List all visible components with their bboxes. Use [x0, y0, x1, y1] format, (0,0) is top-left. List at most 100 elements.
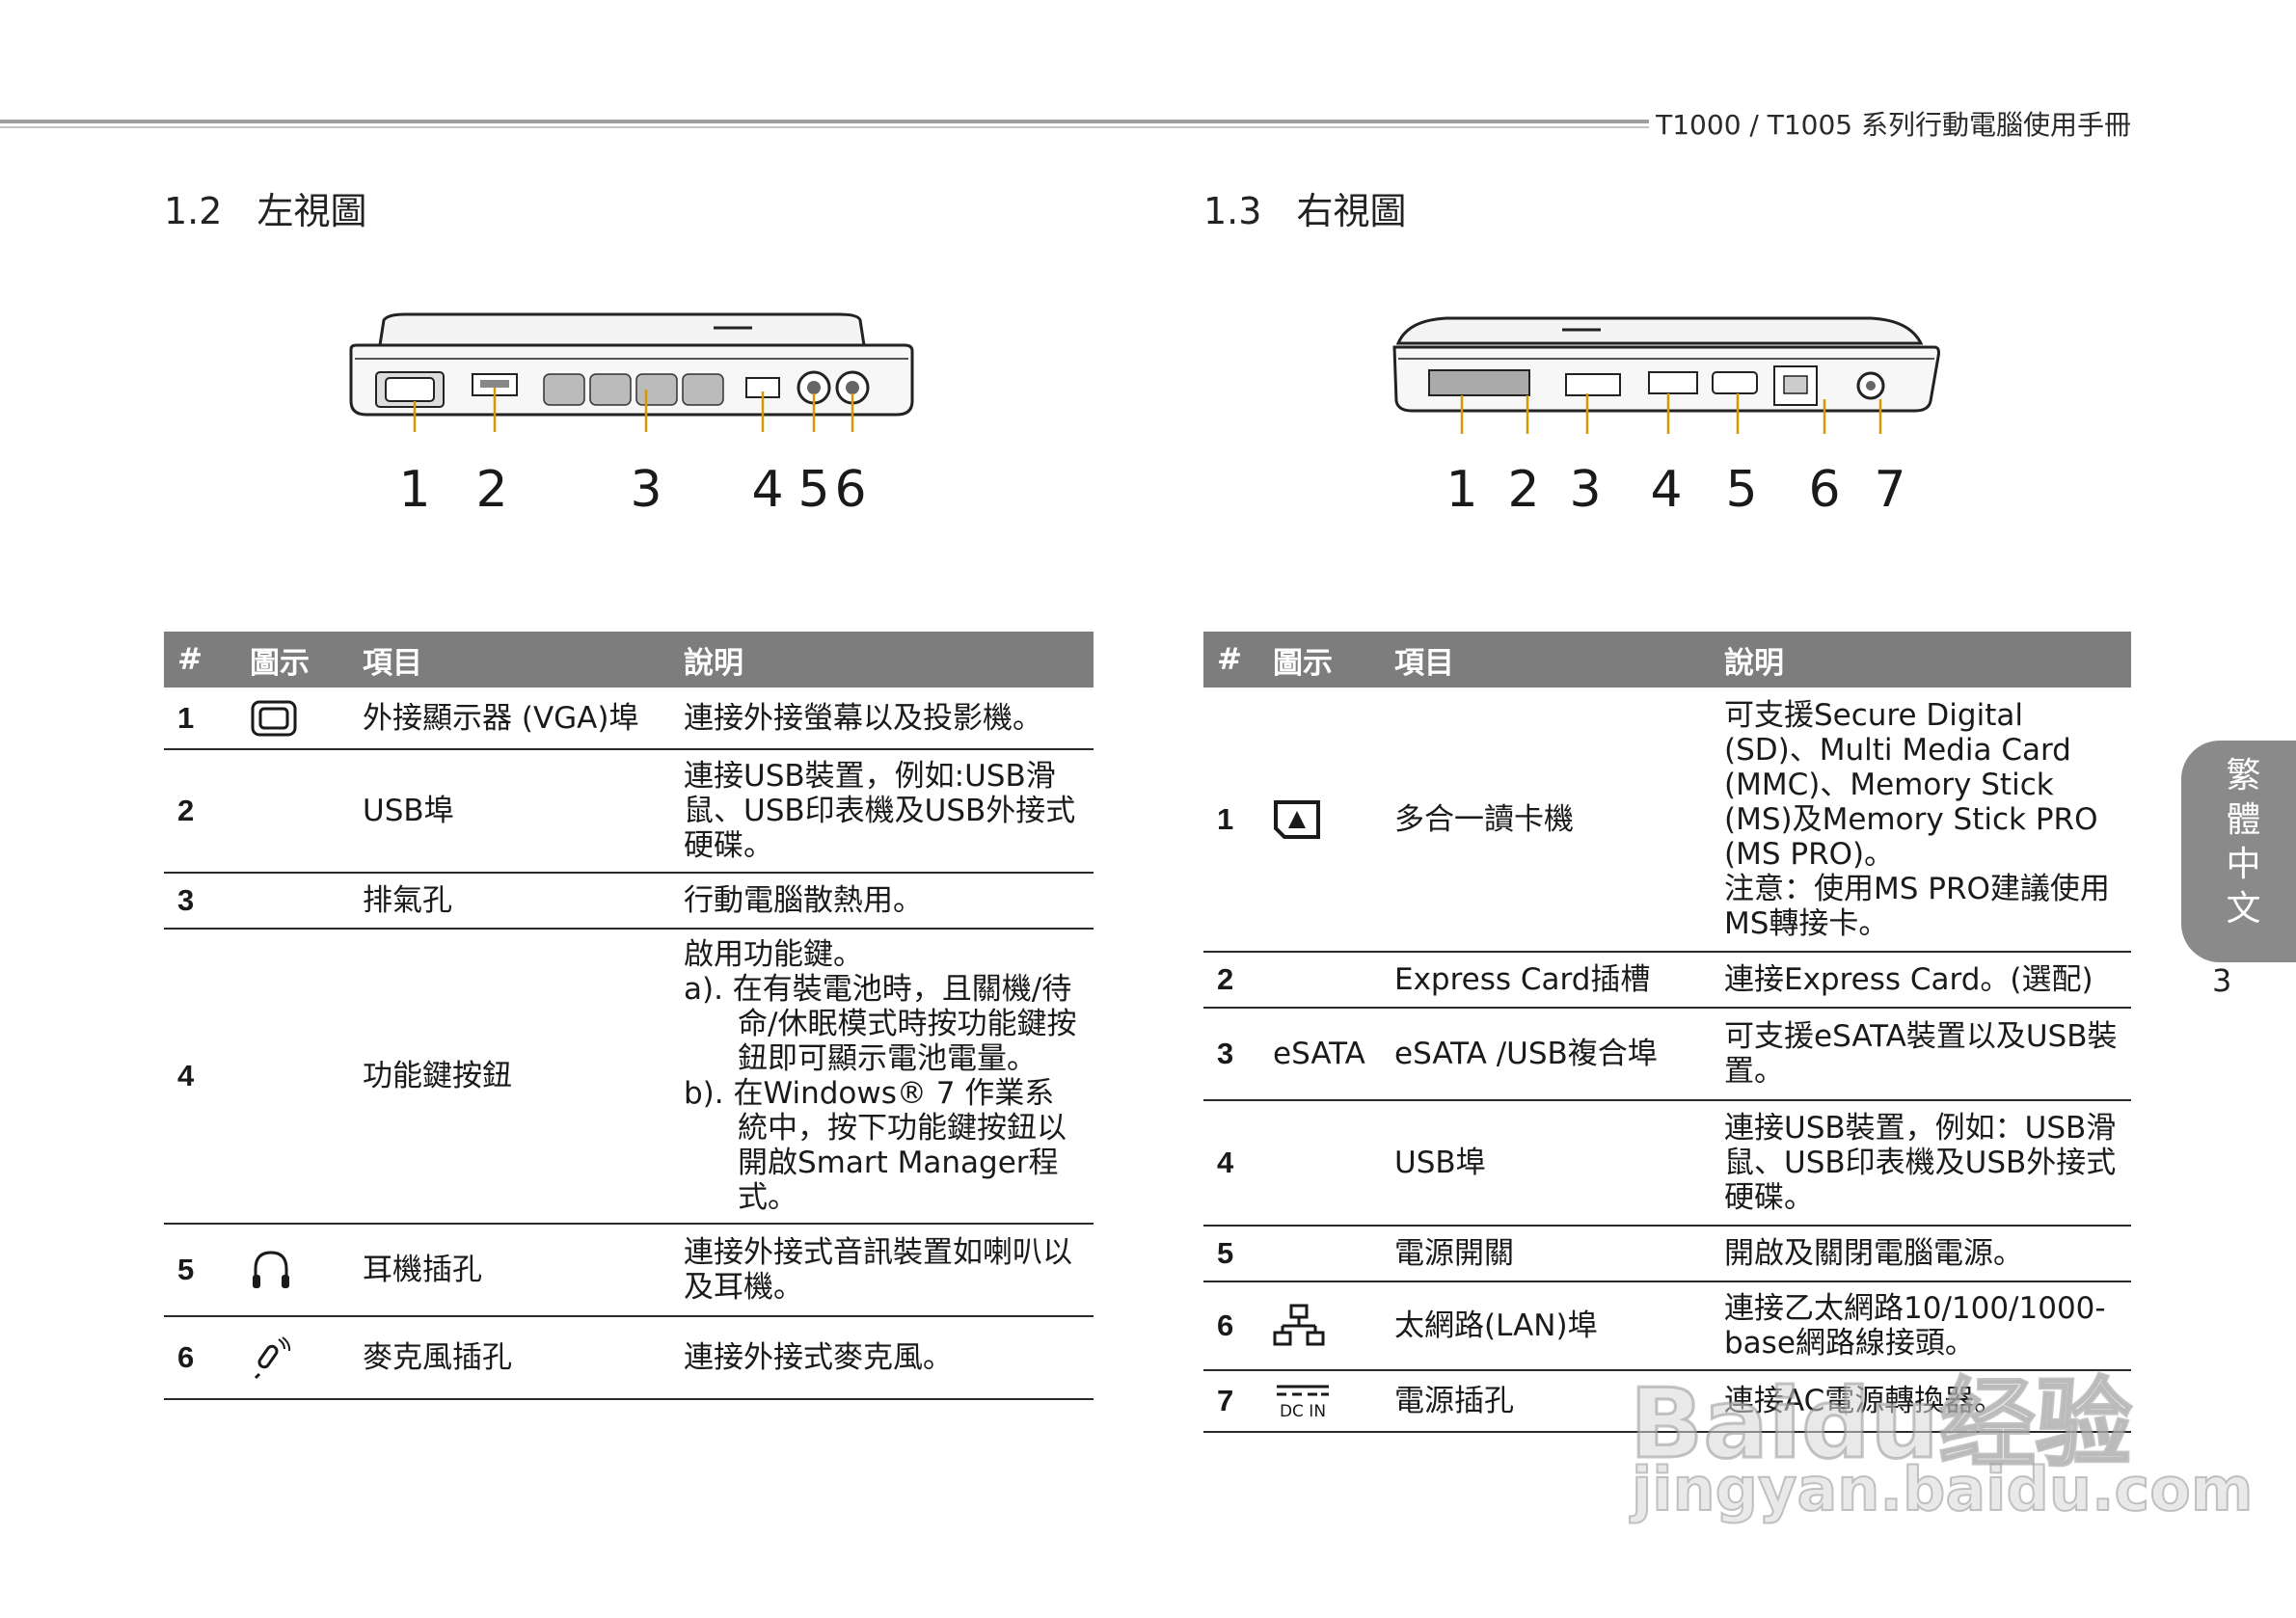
description-line: 可支援Secure Digital (SD)、Multi Media Card …	[1724, 697, 2098, 872]
header-item: 項目	[1381, 632, 1711, 688]
left-view-table: # 圖示 項目 說明 1 外接顯示器 (VGA)埠 連接外接螢幕以及投影機。 2…	[164, 632, 1094, 1400]
tab-char: 文	[2226, 889, 2261, 929]
manual-title: T1000 / T1005 系列行動電腦使用手冊	[1656, 109, 2131, 141]
row-description: 連接外接螢幕以及投影機。	[670, 688, 1094, 750]
row-icon-cell	[236, 929, 349, 1225]
row-item: 排氣孔	[349, 873, 670, 930]
header-number: #	[164, 632, 236, 688]
row-number: 3	[1203, 1008, 1259, 1101]
tab-char: 繁	[2226, 756, 2261, 796]
header-rule	[0, 120, 1649, 123]
table-row: 6 麥克風插孔 連接外接式麥克風。	[164, 1316, 1094, 1400]
row-item: 太網路(LAN)埠	[1381, 1281, 1711, 1371]
language-side-tab: 繁 體 中 文	[2181, 741, 2296, 962]
row-icon-cell: DC IN	[1259, 1370, 1381, 1433]
right-view-callouts: 1 2 3 4 5 6 7	[1389, 461, 1948, 519]
table-row: 2 Express Card插槽 連接Express Card。(選配)	[1203, 952, 2131, 1009]
row-number: 5	[164, 1224, 236, 1317]
header-icon: 圖示	[1259, 632, 1381, 688]
row-item: 外接顯示器 (VGA)埠	[349, 688, 670, 750]
row-item: eSATA /USB複合埠	[1381, 1008, 1711, 1101]
watermark-brand: Baidu经验	[1629, 1366, 2134, 1482]
headphone-icon	[253, 1251, 289, 1288]
description-line: a). 在有裝電池時，且關機/待命/休眠模式時按功能鍵按鈕即可顯示電池電量。	[684, 972, 1077, 1076]
description-line: 注意：使用MS PRO建議使用MS轉接卡。	[1724, 871, 2110, 941]
description-line: b). 在Windows® 7 作業系統中，按下功能鍵按鈕以開啟Smart Ma…	[684, 1076, 1067, 1215]
row-item: USB埠	[349, 749, 670, 874]
row-icon-cell	[236, 688, 349, 750]
right-view-label: 右視圖	[1296, 190, 1407, 232]
row-description: 連接USB裝置，例如:USB滑鼠、USB印表機及USB外接式硬碟。	[670, 749, 1094, 874]
header-icon: 圖示	[236, 632, 349, 688]
table-header-row: # 圖示 項目 說明	[1203, 632, 2131, 688]
table-row: 3 排氣孔 行動電腦散熱用。	[164, 873, 1094, 930]
tab-char: 體	[2226, 800, 2261, 840]
row-icon-cell	[236, 749, 349, 874]
row-description: 可支援Secure Digital (SD)、Multi Media Card …	[1711, 688, 2131, 953]
callout-4: 4	[1650, 461, 1683, 519]
row-number: 3	[164, 873, 236, 930]
description-line: 啟用功能鍵。	[684, 937, 863, 972]
row-item: Express Card插槽	[1381, 952, 1711, 1009]
callout-3: 3	[1569, 461, 1602, 519]
row-icon-cell	[1259, 1281, 1381, 1371]
callout-6: 6	[1808, 461, 1841, 519]
header-rule-thin	[0, 126, 1649, 128]
row-description: 連接乙太網路10/100/1000-base網路線接頭。	[1711, 1281, 2131, 1371]
row-description: 開啟及關閉電腦電源。	[1711, 1226, 2131, 1282]
row-item: 麥克風插孔	[349, 1316, 670, 1400]
callout-5: 5	[797, 461, 830, 519]
table-row: 1 多合一讀卡機 可支援Secure Digital (SD)、Multi Me…	[1203, 688, 2131, 953]
row-description: 連接外接式麥克風。	[670, 1316, 1094, 1400]
left-view-number: 1.2	[164, 190, 223, 232]
callout-1: 1	[398, 461, 431, 519]
table-row: 7 DC IN 電源插孔 連接AC電源轉換器。	[1203, 1370, 2131, 1433]
header-item: 項目	[349, 632, 670, 688]
watermark-url: jingyan.baidu.com	[1631, 1453, 2254, 1525]
callout-4: 4	[751, 461, 784, 519]
table-row: 6 太網路(LAN)埠 連接乙太網路10/100/1000-base網路線接頭。	[1203, 1281, 2131, 1371]
left-view-laptop-illustration	[349, 312, 914, 432]
table-row: 3 eSATA eSATA /USB複合埠 可支援eSATA裝置以及USB裝置。	[1203, 1008, 2131, 1101]
esata-icon: eSATA	[1259, 1008, 1381, 1101]
row-description: 啟用功能鍵。 a). 在有裝電池時，且關機/待命/休眠模式時按功能鍵按鈕即可顯示…	[670, 929, 1094, 1225]
row-number: 7	[1203, 1370, 1259, 1433]
row-icon-cell	[1259, 952, 1381, 1009]
row-number: 6	[164, 1316, 236, 1400]
callout-2: 2	[1507, 461, 1540, 519]
row-number: 2	[1203, 952, 1259, 1009]
header-description: 說明	[670, 632, 1094, 688]
row-number: 4	[1203, 1100, 1259, 1227]
row-number: 4	[164, 929, 236, 1225]
left-view-label: 左視圖	[257, 190, 367, 232]
table-row: 5 電源開關 開啟及關閉電腦電源。	[1203, 1226, 2131, 1282]
row-number: 2	[164, 749, 236, 874]
tab-char: 中	[2226, 845, 2261, 884]
table-row: 4 USB埠 連接USB裝置，例如：USB滑鼠、USB印表機及USB外接式硬碟。	[1203, 1100, 2131, 1227]
right-view-laptop-illustration	[1392, 316, 1940, 434]
table-row: 4 功能鍵按鈕 啟用功能鍵。 a). 在有裝電池時，且關機/待命/休眠模式時按功…	[164, 929, 1094, 1225]
callout-1: 1	[1445, 461, 1478, 519]
table-row: 1 外接顯示器 (VGA)埠 連接外接螢幕以及投影機。	[164, 688, 1094, 750]
row-item: 多合一讀卡機	[1381, 688, 1711, 953]
callout-3: 3	[630, 461, 662, 519]
callout-2: 2	[475, 461, 508, 519]
row-icon-cell	[1259, 1100, 1381, 1227]
row-item: 電源插孔	[1381, 1370, 1711, 1433]
row-number: 1	[164, 688, 236, 750]
row-icon-cell	[1259, 1226, 1381, 1282]
callout-6: 6	[834, 461, 867, 519]
row-item: 耳機插孔	[349, 1224, 670, 1317]
left-view-title: 1.2 左視圖	[164, 181, 366, 234]
svg-text:DC IN: DC IN	[1280, 1402, 1326, 1420]
row-description: 連接外接式音訊裝置如喇叭以及耳機。	[670, 1224, 1094, 1317]
row-description: 連接AC電源轉換器。	[1711, 1370, 2131, 1433]
vga-monitor-icon	[251, 700, 297, 736]
row-number: 5	[1203, 1226, 1259, 1282]
row-icon-cell	[236, 1316, 349, 1400]
right-view-table: # 圖示 項目 說明 1 多合一讀卡機 可支援Secure Digital (S…	[1203, 632, 2131, 1433]
callout-7: 7	[1874, 461, 1906, 519]
dc-in-icon: DC IN	[1277, 1385, 1329, 1420]
table-row: 5 耳機插孔 連接外接式音訊裝置如喇叭以及耳機。	[164, 1224, 1094, 1317]
